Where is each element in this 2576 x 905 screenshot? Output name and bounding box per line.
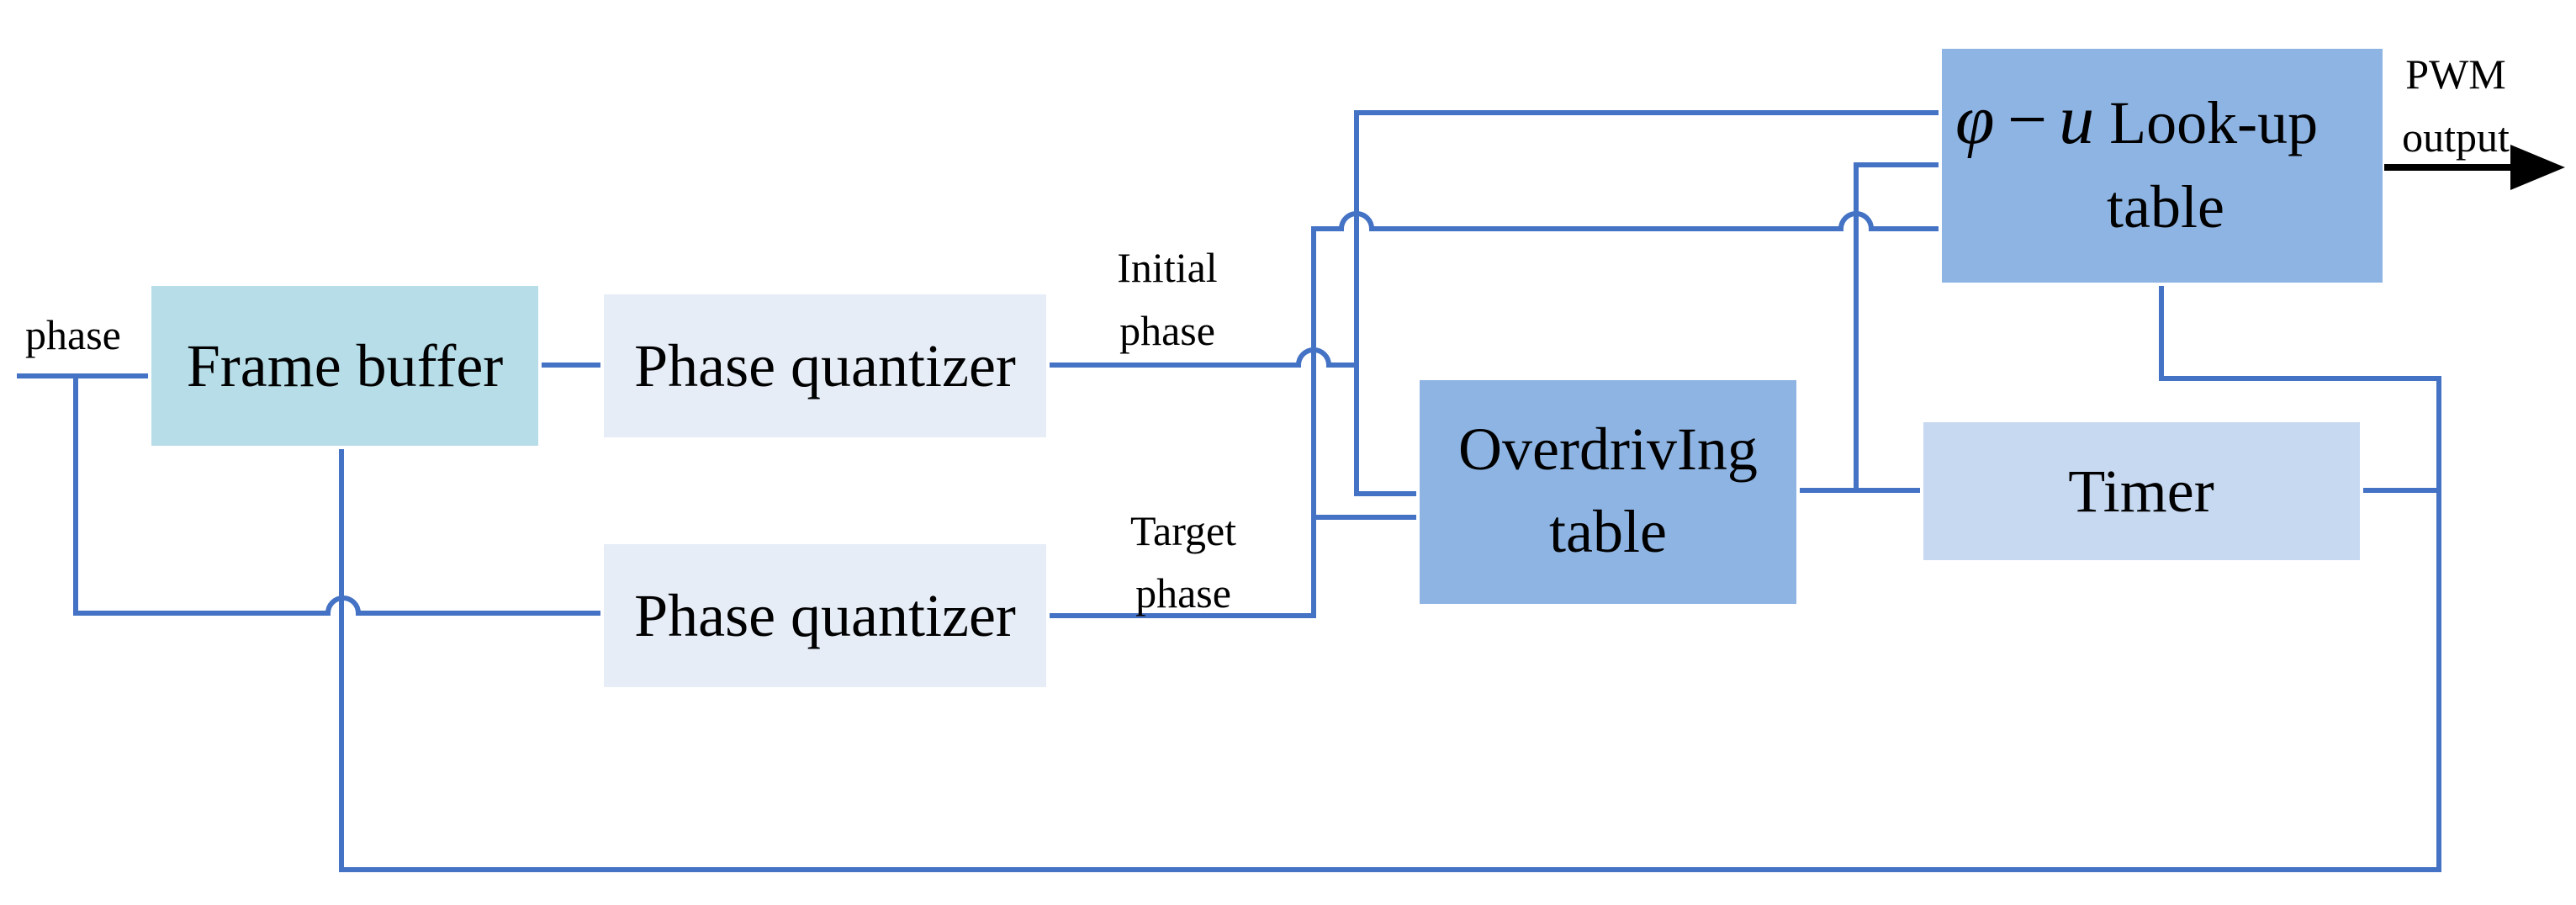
phi-symbol: φ	[1955, 81, 1994, 159]
wires	[17, 110, 2441, 872]
u-symbol: u	[2059, 81, 2094, 159]
pwm-output-arrow	[2384, 145, 2565, 190]
initial-to-lut-wire	[1354, 110, 1940, 365]
feedback-loop-wire	[339, 284, 2441, 872]
target-phase-wire	[1048, 515, 1418, 618]
initial-phase-wire	[1048, 347, 1418, 496]
timer-label: Timer	[2068, 458, 2214, 525]
overdrive-to-lut-wire	[1854, 162, 1940, 490]
minus-symbol: −	[2002, 81, 2050, 159]
timer-block: Timer	[1920, 419, 2363, 564]
phase-quantizer-top-block: Phase quantizer	[600, 291, 1050, 441]
frame-buffer-block: Frame buffer	[148, 283, 542, 449]
phase-quantizer-bottom-label: Phase quantizer	[634, 582, 1016, 649]
phase-quantizer-top-label: Phase quantizer	[634, 332, 1016, 400]
phase-quantizer-bottom-block: Phase quantizer	[600, 541, 1050, 691]
input-phase-label: phase	[25, 311, 121, 358]
target-to-lut-wire	[1311, 211, 1940, 517]
frame-buffer-label: Frame buffer	[187, 332, 504, 400]
